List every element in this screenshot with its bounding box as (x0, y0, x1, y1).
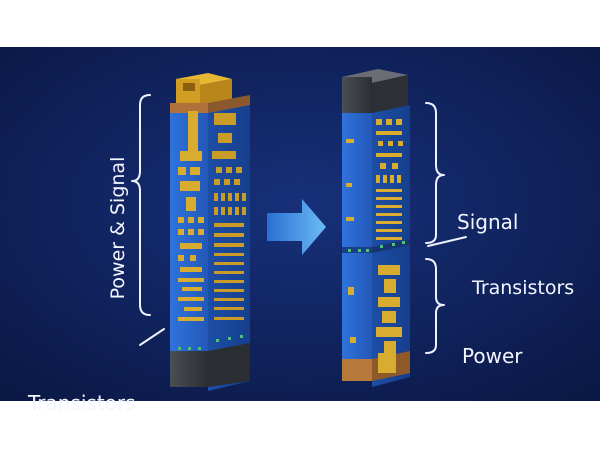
left-pillar (170, 73, 250, 391)
diagram-panel: Power & Signal Transistors Signal Transi… (0, 47, 600, 415)
power-signal-label: Power & Signal (107, 156, 129, 300)
right-pillar (342, 69, 410, 387)
transistors-right-label: Transistors (472, 277, 575, 299)
power-label: Power (462, 344, 523, 368)
diagram-canvas (0, 47, 600, 401)
transistors-left-leader (139, 328, 165, 346)
transistors-right-leader (427, 236, 467, 247)
right-arrow-icon (267, 199, 326, 255)
transistors-left-label: Transistors (28, 391, 136, 415)
signal-brace (425, 102, 445, 244)
signal-label: Signal (457, 210, 519, 234)
power-brace (425, 258, 445, 354)
power-signal-brace (131, 94, 151, 316)
